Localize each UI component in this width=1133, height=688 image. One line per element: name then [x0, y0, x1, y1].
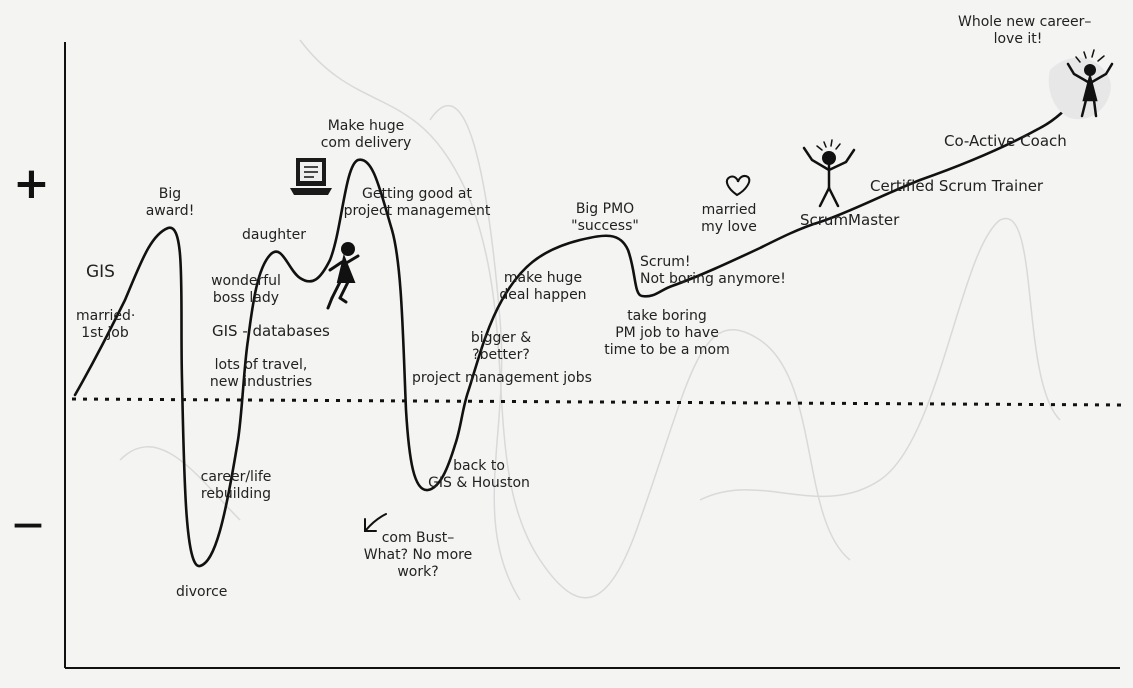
- label-divorce: divorce: [176, 584, 228, 600]
- label-line: take boring: [627, 308, 707, 324]
- stick-figure-icon: [802, 139, 856, 208]
- label-line: What? No more: [363, 547, 473, 563]
- minus-marker: —: [13, 507, 43, 542]
- label-line: com delivery: [320, 135, 412, 151]
- label-line: award!: [145, 203, 195, 219]
- label-pm-jobs: project management jobs: [412, 370, 592, 386]
- label-gis: GIS: [86, 262, 115, 282]
- label-line: ?better?: [472, 347, 530, 363]
- label-scrum: Scrum! Not boring anymore!: [640, 254, 786, 288]
- life-line: [73, 78, 1097, 568]
- neutral-baseline: [71, 397, 1123, 407]
- arrow-icon: [364, 513, 387, 532]
- label-line: new industries: [209, 374, 313, 390]
- label-line: work?: [397, 564, 439, 580]
- label-good-at-pm: Getting good at project management: [340, 186, 494, 220]
- label-line: lots of travel,: [214, 357, 308, 373]
- label-huge-deal: make huge deal happen: [496, 270, 590, 304]
- label-line: Big: [158, 186, 182, 202]
- background-scribbles: [119, 39, 1061, 601]
- label-line: Big PMO: [575, 201, 635, 217]
- label-career-rebuilding: career/life rebuilding: [196, 469, 276, 503]
- label-com-bust: com Bust– What? No more work?: [360, 530, 476, 581]
- label-big-award: Big award!: [142, 186, 198, 220]
- label-back-to-houston: back to GIS & Houston: [414, 458, 544, 492]
- heart-icon: [725, 174, 751, 197]
- label-line: Not boring anymore!: [640, 271, 786, 287]
- label-com-delivery: Make huge com delivery: [318, 118, 414, 152]
- label-line: Whole new career–: [958, 14, 1092, 30]
- plus-marker: +: [13, 158, 50, 209]
- label-line: PM job to have: [615, 325, 719, 341]
- label-line: 1st job: [81, 325, 129, 341]
- label-line: Scrum!: [640, 254, 691, 270]
- stick-figure-icon: [326, 242, 360, 310]
- label-line: boss lady: [212, 290, 280, 306]
- label-line: deal happen: [499, 287, 587, 303]
- label-line: love it!: [993, 31, 1043, 47]
- label-line: GIS & Houston: [428, 475, 530, 491]
- label-married-my-love: married my love: [694, 202, 764, 236]
- label-scrum-trainer: Certified Scrum Trainer: [870, 177, 1044, 195]
- label-line: back to: [453, 458, 505, 474]
- label-line: career/life: [200, 469, 272, 485]
- label-line: Getting good at: [362, 186, 472, 202]
- label-whole-new-career: Whole new career– love it!: [958, 14, 1092, 48]
- label-line: project management: [343, 203, 491, 219]
- label-line: my love: [701, 219, 757, 235]
- label-line: married·: [76, 308, 136, 324]
- label-line: wonderful: [211, 273, 281, 289]
- label-coactive-coach: Co-Active Coach: [944, 132, 1067, 150]
- label-gis-databases: GIS - databases: [212, 322, 330, 340]
- label-line: make huge: [503, 270, 583, 286]
- label-boring-pm-job: take boring PM job to have time to be a …: [600, 308, 734, 359]
- label-bigger-better: bigger & ?better?: [466, 330, 536, 364]
- laptop-icon: [290, 158, 332, 195]
- stick-figure-icon: [1048, 49, 1114, 120]
- label-line: com Bust–: [381, 530, 455, 546]
- label-big-pmo: Big PMO "success": [560, 201, 650, 235]
- label-line: "success": [571, 218, 639, 234]
- label-line: rebuilding: [200, 486, 272, 502]
- label-line: time to be a mom: [604, 342, 730, 358]
- label-daughter: daughter: [242, 227, 306, 243]
- label-lots-of-travel: lots of travel, new industries: [206, 357, 316, 391]
- label-scrummaster: ScrumMaster: [800, 211, 900, 229]
- label-boss-lady: wonderful boss lady: [204, 273, 288, 307]
- label-line: married: [701, 202, 757, 218]
- label-line: Make huge: [327, 118, 405, 134]
- label-married-first-job: married· 1st job: [76, 308, 136, 342]
- label-line: bigger &: [470, 330, 532, 346]
